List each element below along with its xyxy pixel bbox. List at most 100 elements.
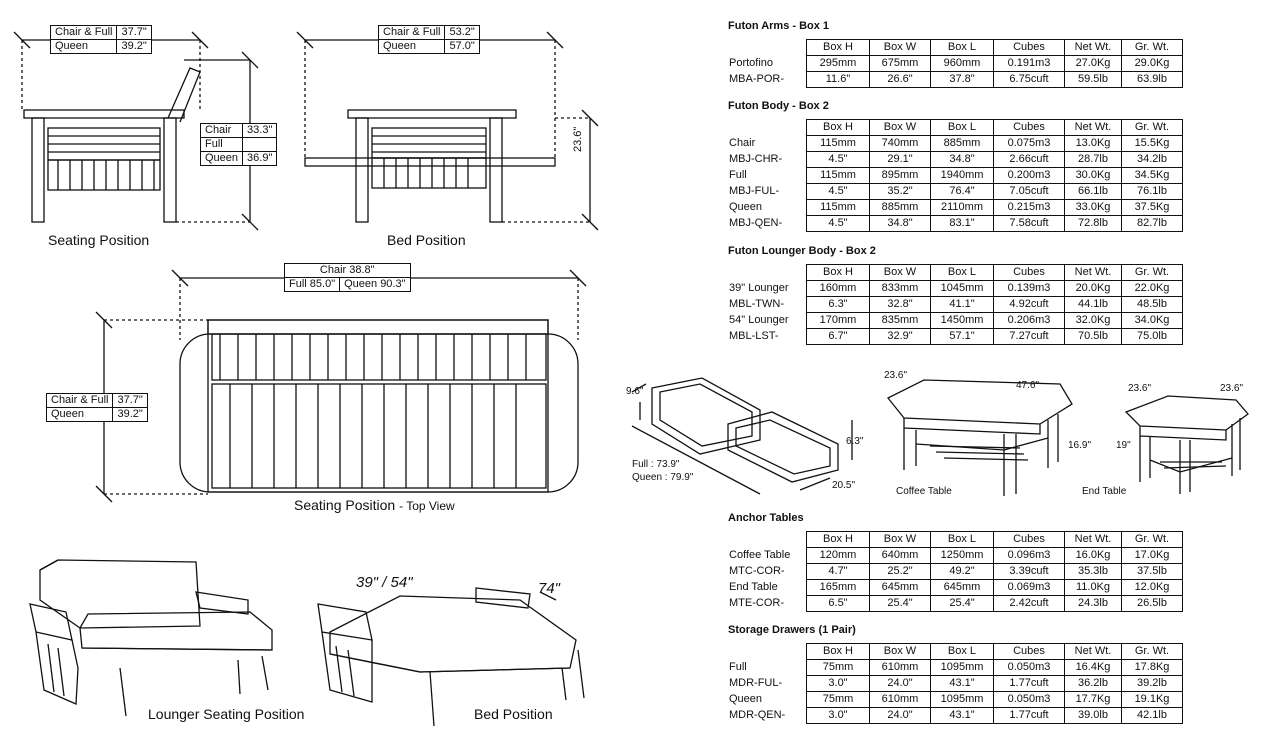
table-cell: 48.5lb	[1121, 296, 1183, 313]
table-cell: 0.215m3	[993, 199, 1065, 216]
row-label: Queen	[729, 693, 763, 705]
row-label: MBJ-FUL-	[729, 185, 780, 197]
topview-caption: Seating Position - Top View	[294, 497, 455, 513]
topview-queen: Queen 90.3"	[339, 277, 410, 291]
table-cell: 6.75cuft	[993, 71, 1065, 88]
table-cell: 39.0lb	[1064, 707, 1122, 724]
spec-column-header: Box H	[806, 264, 870, 281]
table-cell: 75mm	[806, 659, 870, 676]
spec-corner	[726, 532, 807, 548]
drawer-height: 9.6"	[626, 386, 644, 397]
table-cell: 37.5lb	[1121, 563, 1183, 580]
row-label: Portofino	[729, 57, 774, 69]
row-label: Chair	[729, 137, 756, 149]
table-cell: 610mm	[869, 691, 931, 708]
table-cell: 170mm	[806, 312, 870, 329]
table-cell: 26.6"	[869, 71, 931, 88]
table-cell: 24.3lb	[1064, 595, 1122, 612]
spec-column-header: Box W	[869, 531, 931, 548]
table-cell: 26.5lb	[1121, 595, 1183, 612]
table-cell: 120mm	[806, 547, 870, 564]
end-depth: 23.6"	[1128, 383, 1152, 394]
row-label: MBA-POR-	[729, 73, 784, 85]
row-label: MBJ-QEN-	[729, 217, 783, 229]
table-cell: 15.5Kg	[1121, 135, 1183, 152]
table-cell: 11.0Kg	[1064, 579, 1122, 596]
table-cell: 25.2"	[869, 563, 931, 580]
table-cell: 0.096m3	[993, 547, 1065, 564]
table-cell: 895mm	[869, 167, 931, 184]
table-cell: 610mm	[869, 659, 931, 676]
table-cell: 22.0Kg	[1121, 280, 1183, 297]
table-cell: 34.8"	[869, 215, 931, 232]
table-cell: 35.2"	[869, 183, 931, 200]
row-label: MBJ-CHR-	[729, 153, 783, 165]
table-cell: 1.77cuft	[993, 675, 1065, 692]
table-cell: 19.1Kg	[1121, 691, 1183, 708]
table-cell: 4.92cuft	[993, 296, 1065, 313]
spec-column-header: Gr. Wt.	[1121, 119, 1183, 136]
section-title: Futon Lounger Body - Box 2	[728, 245, 876, 257]
table-cell: 740mm	[869, 135, 931, 152]
table-cell: 1.77cuft	[993, 707, 1065, 724]
end-caption: End Table	[1082, 486, 1127, 497]
bed-height-label: 23.6"	[572, 126, 584, 152]
table-cell: 83.1"	[930, 215, 994, 232]
table-cell: 295mm	[806, 55, 870, 72]
spec-column-header: Box L	[930, 39, 994, 56]
table-cell: 7.05cuft	[993, 183, 1065, 200]
spec-column-header: Box L	[930, 264, 994, 281]
spec-column-header: Box H	[806, 643, 870, 660]
table-cell: 24.0"	[869, 675, 931, 692]
table-cell: 6.3"	[806, 296, 870, 313]
table-cell: 2.66cuft	[993, 151, 1065, 168]
spec-column-header: Box W	[869, 264, 931, 281]
table-cell: 49.2"	[930, 563, 994, 580]
table-cell: 34.5Kg	[1121, 167, 1183, 184]
section-title: Futon Body - Box 2	[728, 100, 829, 112]
seat-width-value: 37.7"	[116, 26, 151, 40]
table-cell: 75.0lb	[1121, 328, 1183, 345]
spec-column-header: Box H	[806, 531, 870, 548]
lounger-size-label: 39" / 54"	[356, 574, 413, 591]
table-cell: 835mm	[869, 312, 931, 329]
table-cell: 1095mm	[930, 659, 994, 676]
table-cell: 39.2lb	[1121, 675, 1183, 692]
table-cell: 7.58cuft	[993, 215, 1065, 232]
table-cell: 4.5"	[806, 151, 870, 168]
spec-column-header: Box H	[806, 119, 870, 136]
table-cell: 25.4"	[869, 595, 931, 612]
table-cell: 34.0Kg	[1121, 312, 1183, 329]
spec-column-header: Cubes	[993, 119, 1065, 136]
row-label: MTE-COR-	[729, 597, 784, 609]
end-table-view	[1124, 395, 1249, 494]
bed-width-value: 57.0"	[444, 39, 479, 53]
table-cell: 43.1"	[930, 675, 994, 692]
spec-column-header: Gr. Wt.	[1121, 531, 1183, 548]
drawer-full: Full : 73.9"	[632, 459, 680, 470]
section-title: Storage Drawers (1 Pair)	[728, 624, 856, 636]
table-cell: 4.5"	[806, 183, 870, 200]
table-cell: 0.200m3	[993, 167, 1065, 184]
table-cell: 115mm	[806, 167, 870, 184]
drawer-depth: 6.3"	[846, 436, 864, 447]
table-cell: 0.050m3	[993, 659, 1065, 676]
table-cell: 645mm	[869, 579, 931, 596]
seating-caption: Seating Position	[48, 232, 150, 248]
table-cell: 0.069m3	[993, 579, 1065, 596]
spec-column-header: Net Wt.	[1064, 119, 1122, 136]
seating-side-view	[13, 31, 259, 231]
